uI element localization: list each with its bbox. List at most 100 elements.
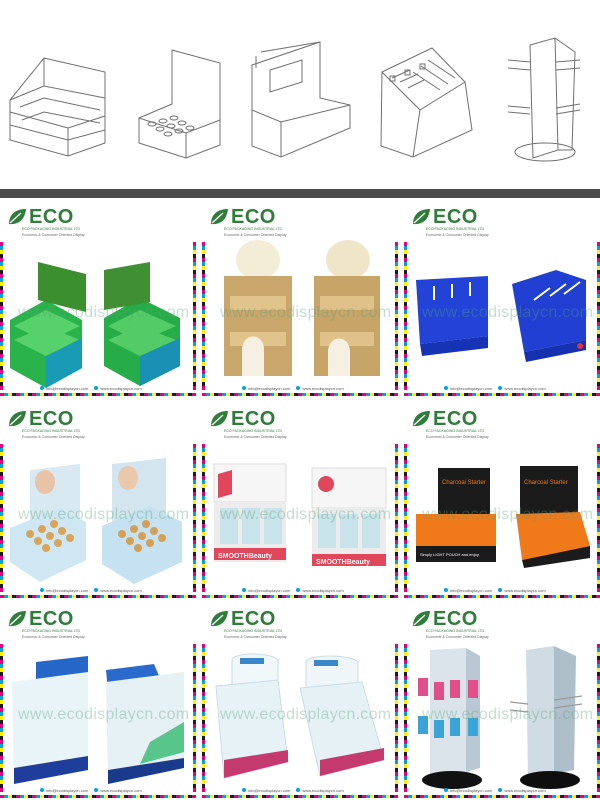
- color-bar: [0, 444, 3, 592]
- contact-line: info@ecodisplaycn.com www.ecodisplaycn.c…: [40, 588, 142, 593]
- card-spinner-hook-stand[interactable]: ECO ECO PACKAGING INDUSTRIAL LTD Economi…: [404, 602, 600, 800]
- eco-logo: ECO: [410, 407, 478, 431]
- email-text[interactable]: info@ecodisplaycn.com: [242, 588, 290, 593]
- email-text[interactable]: info@ecodisplaycn.com: [40, 386, 88, 391]
- eco-logo: ECO: [208, 607, 276, 631]
- card-tall-header-tray[interactable]: ECO ECO PACKAGING INDUSTRIAL LTD Economi…: [0, 602, 196, 800]
- card-green-step-tray[interactable]: ECO ECO PACKAGING INDUSTRIAL LTD Economi…: [0, 200, 196, 398]
- rotating-hook-stand-sketch: [507, 37, 581, 162]
- peg-hook-display-sketch: [380, 47, 473, 158]
- contact-line: info@ecodisplaycn.com www.ecodisplaycn.c…: [444, 386, 546, 391]
- company-name: ECO PACKAGING INDUSTRIAL LTD: [22, 629, 81, 633]
- charcoal-starter-label: Charcoal Starter: [442, 480, 486, 486]
- website-text[interactable]: www.ecodisplaycn.com: [296, 788, 344, 793]
- card-white-header-tray[interactable]: ECO ECO PACKAGING INDUSTRIAL LTD Economi…: [202, 602, 398, 800]
- watermark: www.ecodisplaycn.com: [220, 304, 392, 321]
- color-bar: [202, 595, 398, 598]
- color-bar: [202, 444, 205, 592]
- product-photo: [224, 240, 380, 376]
- email-text[interactable]: info@ecodisplaycn.com: [242, 386, 290, 391]
- globe-icon: [296, 386, 301, 390]
- tagline: Economic & Consumer Oriented Display: [224, 435, 287, 439]
- mail-icon: [444, 788, 448, 792]
- color-bar: [597, 242, 600, 390]
- globe-icon: [94, 386, 99, 390]
- company-name: ECO PACKAGING INDUSTRIAL LTD: [426, 227, 485, 231]
- color-bar: [404, 795, 600, 798]
- product-photo: [10, 458, 182, 584]
- logo-text: ECO: [29, 205, 74, 228]
- logo-text: ECO: [433, 205, 478, 228]
- card-cosmetic-hole-tray[interactable]: ECO ECO PACKAGING INDUSTRIAL LTD Economi…: [0, 402, 196, 600]
- product-photo: Charcoal Starter Charcoal Starter Simply…: [416, 466, 590, 568]
- eco-logo: ECO: [410, 607, 478, 631]
- color-bar: [193, 242, 196, 390]
- watermark: www.ecodisplaycn.com: [422, 706, 594, 723]
- leaf-icon: [211, 611, 228, 627]
- globe-icon: [296, 788, 301, 792]
- contact-line: info@ecodisplaycn.com www.ecodisplaycn.c…: [242, 588, 344, 593]
- website-text[interactable]: www.ecodisplaycn.com: [296, 386, 344, 391]
- website-text[interactable]: www.ecodisplaycn.com: [498, 588, 546, 593]
- watermark: www.ecodisplaycn.com: [220, 706, 392, 723]
- email-text[interactable]: info@ecodisplaycn.com: [40, 588, 88, 593]
- color-bar: [0, 795, 196, 798]
- color-bar: [597, 444, 600, 592]
- mail-icon: [242, 386, 246, 390]
- product-photo: [418, 646, 583, 789]
- website-text[interactable]: www.ecodisplaycn.com: [94, 588, 142, 593]
- tagline: Economic & Consumer Oriented Display: [426, 435, 489, 439]
- leaf-icon: [211, 411, 228, 427]
- company-name: ECO PACKAGING INDUSTRIAL LTD: [22, 429, 81, 433]
- header-window-display-sketch: [251, 41, 351, 158]
- color-bar: [193, 444, 196, 592]
- company-name: ECO PACKAGING INDUSTRIAL LTD: [22, 227, 81, 231]
- mail-icon: [242, 588, 246, 592]
- color-bar: [404, 644, 407, 792]
- email-text[interactable]: info@ecodisplaycn.com: [242, 788, 290, 793]
- mail-icon: [242, 788, 246, 792]
- website-text[interactable]: www.ecodisplaycn.com: [498, 386, 546, 391]
- color-bar: [202, 795, 398, 798]
- tagline: Economic & Consumer Oriented Display: [224, 635, 287, 639]
- color-bar: [404, 595, 600, 598]
- color-bar: [404, 444, 407, 592]
- website-text[interactable]: www.ecodisplaycn.com: [498, 788, 546, 793]
- card-blue-hook-tray[interactable]: ECO ECO PACKAGING INDUSTRIAL LTD Economi…: [404, 200, 600, 398]
- company-name: ECO PACKAGING INDUSTRIAL LTD: [224, 629, 283, 633]
- website-text[interactable]: www.ecodisplaycn.com: [94, 788, 142, 793]
- product-photo: [416, 270, 586, 362]
- mail-icon: [444, 588, 448, 592]
- tagline: Economic & Consumer Oriented Display: [22, 435, 85, 439]
- mail-icon: [40, 588, 44, 592]
- card-charcoal-starter-tray[interactable]: ECO ECO PACKAGING INDUSTRIAL LTD Economi…: [404, 402, 600, 600]
- color-bar: [202, 644, 205, 792]
- color-bar: [0, 393, 196, 396]
- website-text[interactable]: www.ecodisplaycn.com: [94, 386, 142, 391]
- globe-icon: [94, 788, 99, 792]
- contact-line: info@ecodisplaycn.com www.ecodisplaycn.c…: [444, 588, 546, 593]
- globe-icon: [498, 588, 503, 592]
- card-kraft-tier-stand[interactable]: ECO ECO PACKAGING INDUSTRIAL LTD Economi…: [202, 200, 398, 398]
- email-text[interactable]: info@ecodisplaycn.com: [444, 788, 492, 793]
- color-bar: [404, 393, 600, 396]
- contact-line: info@ecodisplaycn.com www.ecodisplaycn.c…: [40, 386, 142, 391]
- email-text[interactable]: info@ecodisplaycn.com: [444, 588, 492, 593]
- logo-text: ECO: [433, 407, 478, 430]
- eco-logo: ECO: [6, 205, 74, 229]
- product-photo: SMOOTHBeauty SMOOTHBeauty: [213, 463, 387, 566]
- leaf-icon: [413, 611, 430, 627]
- email-text[interactable]: info@ecodisplaycn.com: [444, 386, 492, 391]
- card-smooth-beauty-tray[interactable]: ECO ECO PACKAGING INDUSTRIAL LTD Economi…: [202, 402, 398, 600]
- hole-tray-display-sketch: [138, 49, 221, 159]
- logo-text: ECO: [29, 607, 74, 630]
- globe-icon: [94, 588, 99, 592]
- charcoal-footer-text: Simply LIGHT POUCH and enjoy: [420, 552, 479, 557]
- globe-icon: [498, 386, 503, 390]
- tagline: Economic & Consumer Oriented Display: [224, 233, 287, 237]
- logo-text: ECO: [231, 607, 276, 630]
- tagline: Economic & Consumer Oriented Display: [426, 635, 489, 639]
- email-text[interactable]: info@ecodisplaycn.com: [40, 788, 88, 793]
- website-text[interactable]: www.ecodisplaycn.com: [296, 588, 344, 593]
- leaf-icon: [9, 611, 26, 627]
